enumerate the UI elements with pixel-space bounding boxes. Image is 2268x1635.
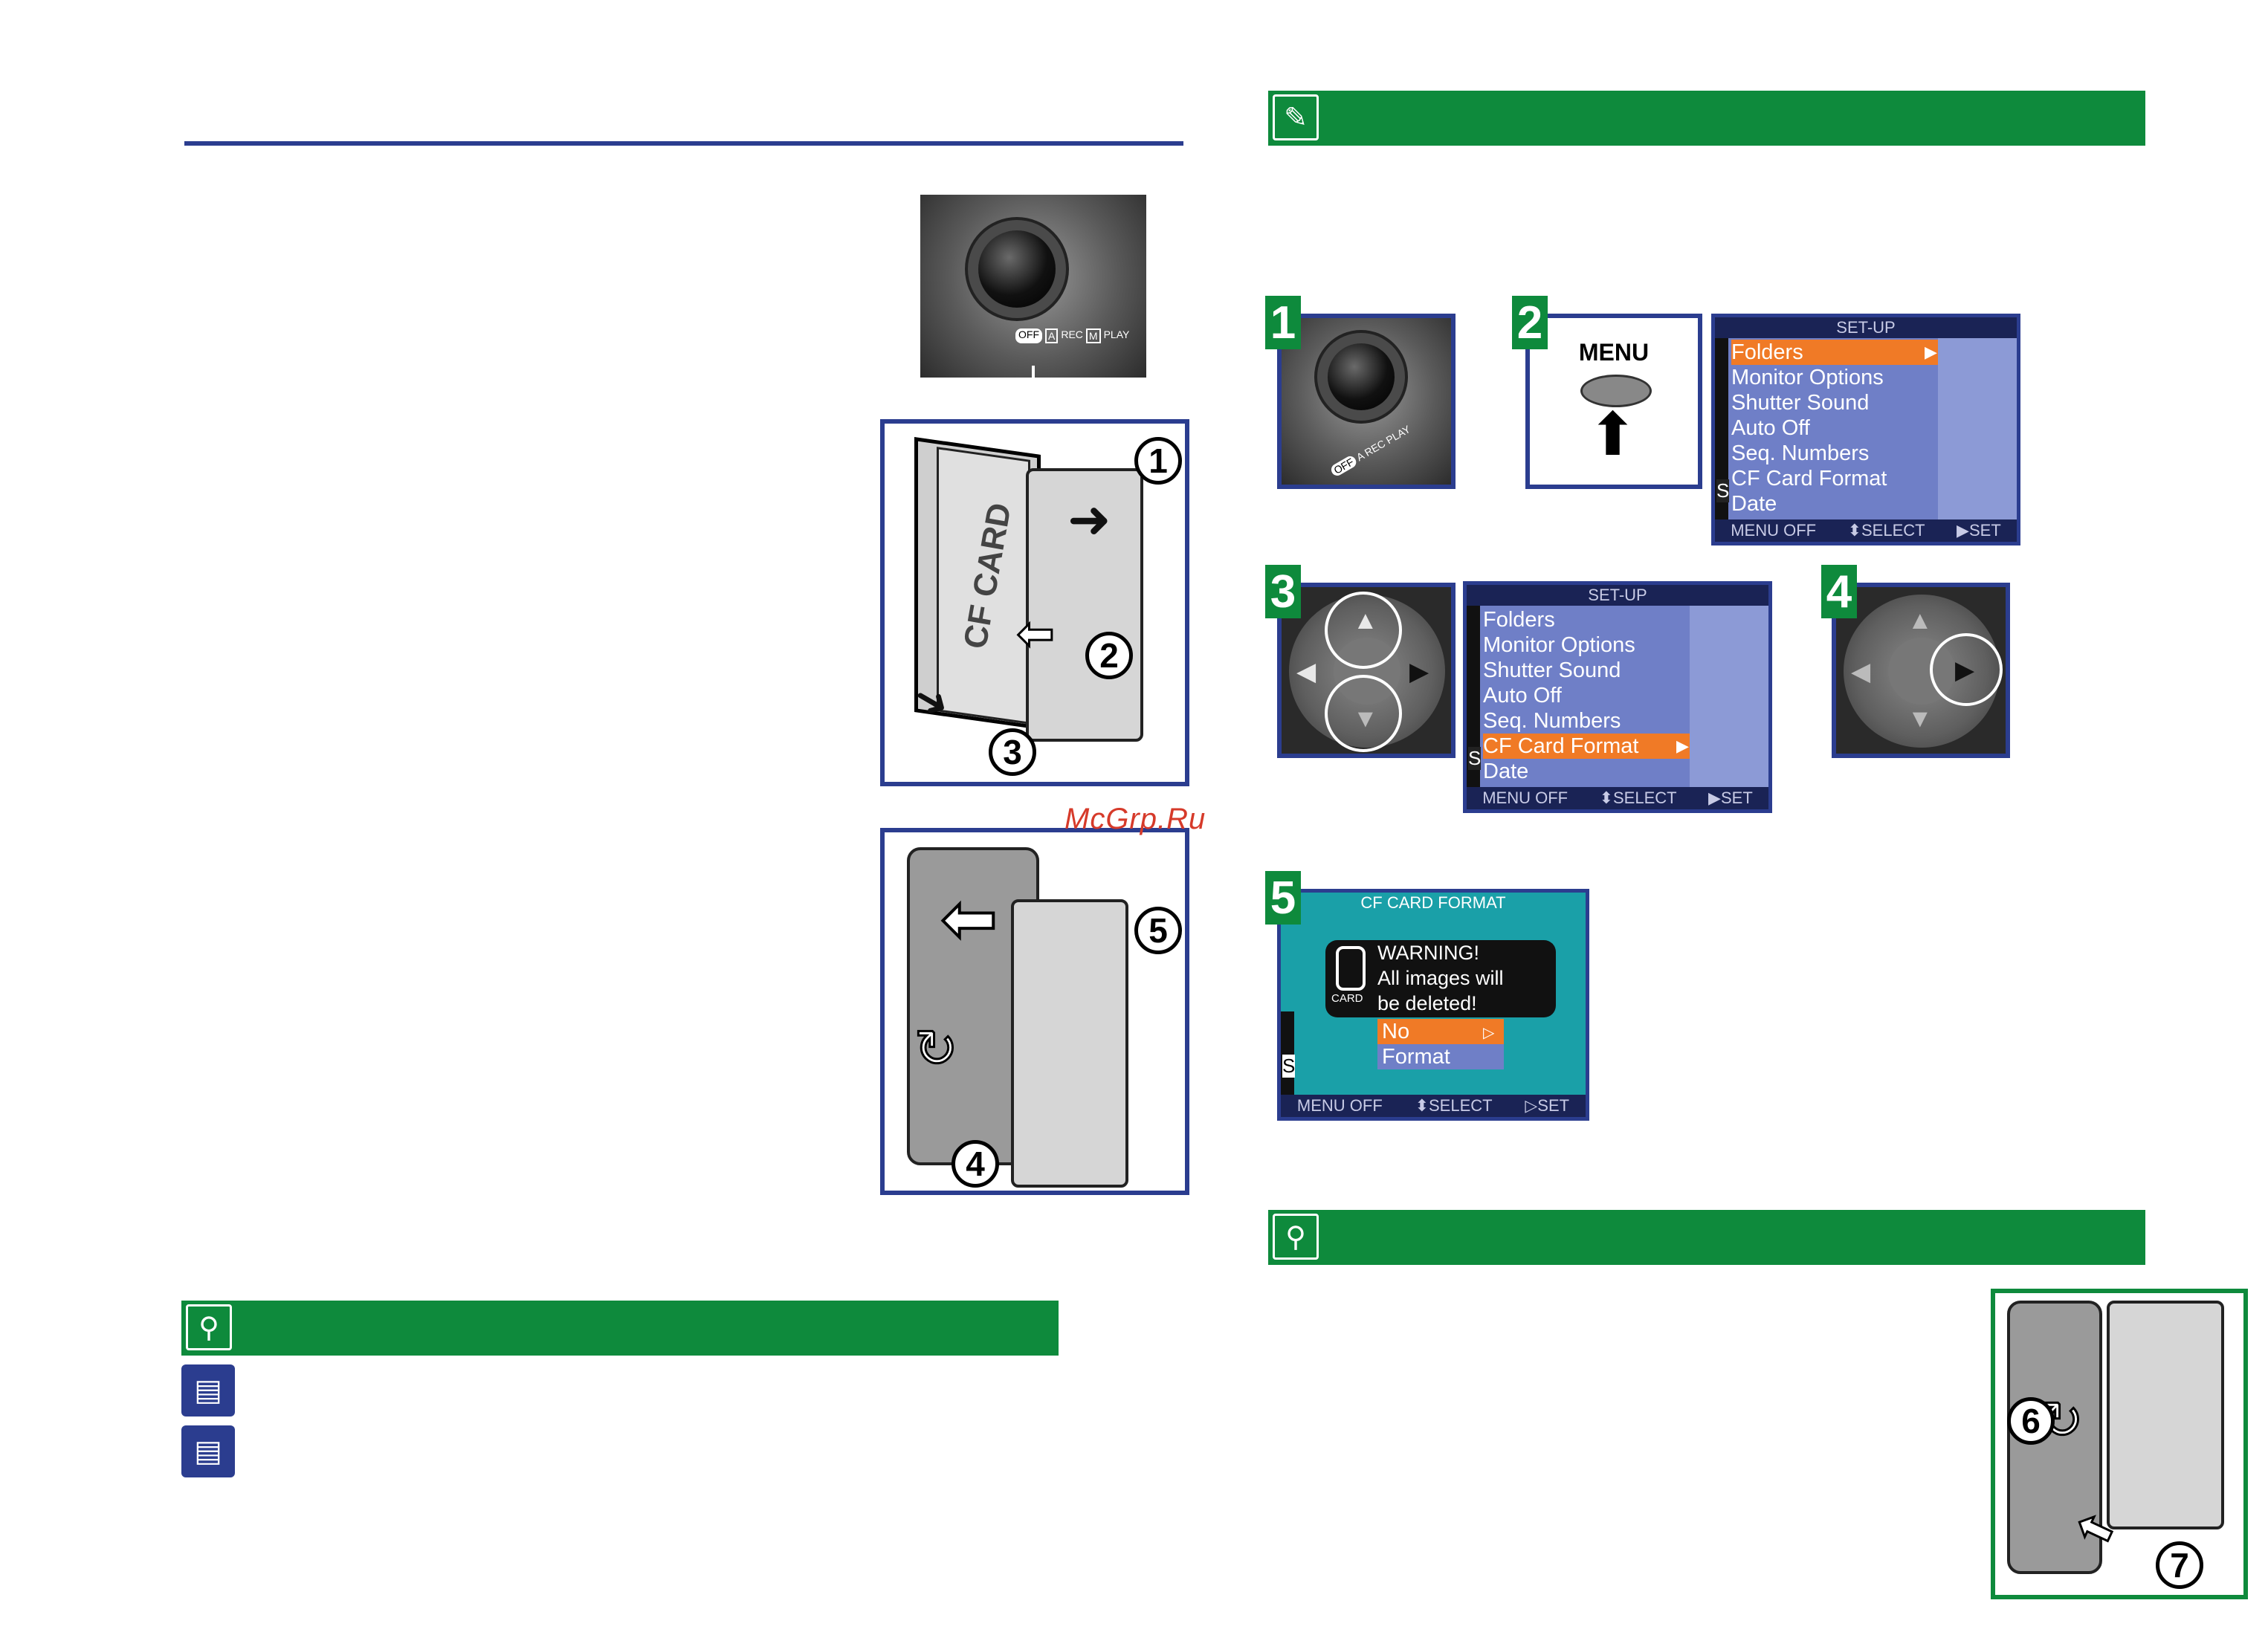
footer-off: MENU OFF	[1296, 1096, 1383, 1115]
menu-item-seq-numbers[interactable]: Seq. Numbers	[1731, 441, 1870, 465]
menu-item-folders[interactable]: Folders	[1731, 340, 1938, 365]
close-cover-arrow-icon: ⬅	[940, 881, 998, 958]
chevron-right-icon: ▶	[1676, 736, 1689, 755]
chevron-right-icon: ▷	[1483, 1025, 1495, 1041]
step-circle-1: 1	[1134, 437, 1182, 485]
book-icon: ▤	[181, 1425, 235, 1477]
up-arrow-icon: ⬆	[1588, 401, 1638, 467]
step-badge-4: 4	[1821, 565, 1857, 618]
step-circle-5: 5	[1134, 907, 1182, 954]
step-badge-1: 1	[1265, 296, 1301, 349]
menu-item-monitor-options[interactable]: Monitor Options	[1483, 633, 1635, 657]
step-circle-3: 3	[989, 728, 1036, 776]
setup-menu-screen: SET-UP S Folders ▶ Monitor Options Shutt…	[1711, 314, 2020, 545]
menu-item-auto-off[interactable]: Auto Off	[1483, 684, 1562, 708]
right-arrow-icon: ▶	[1955, 656, 1975, 684]
format-screen-title: CF CARD FORMAT	[1281, 893, 1586, 913]
warning-line-1: WARNING!	[1377, 942, 1479, 964]
step-circle-7: 7	[2156, 1541, 2203, 1589]
footer-off: MENU OFF	[1482, 789, 1568, 807]
menu-item-shutter-sound[interactable]: Shutter Sound	[1731, 391, 1870, 415]
step-circle-4: 4	[952, 1140, 999, 1188]
dial-rec-label: REC	[1362, 437, 1388, 459]
format-screen-footer: MENU OFF ⬍SELECT ▷SET	[1281, 1095, 1586, 1117]
step-badge-2: 2	[1512, 296, 1548, 349]
menu-item-shutter-sound[interactable]: Shutter Sound	[1483, 658, 1621, 682]
mode-dial-photo: OFF A REC M PLAY	[920, 195, 1146, 378]
side-letter: S	[1716, 479, 1730, 502]
down-arrow-icon: ▼	[1907, 705, 1933, 733]
magnifier-icon: ⚲	[1273, 1214, 1319, 1260]
step-badge-5: 5	[1265, 871, 1301, 925]
dial-rec-label: REC	[1061, 328, 1083, 340]
multi-selector-right: ▲ ▼ ◀ ▶	[1832, 583, 2010, 758]
side-letter: S	[1282, 1055, 1296, 1078]
section-rule	[184, 141, 1183, 146]
left-arrow-icon: ◀	[1296, 658, 1316, 686]
menu-item-cf-card-format[interactable]: CF Card Format	[1483, 734, 1690, 759]
up-arrow-icon: ▲	[1907, 606, 1933, 635]
cf-card-format-screen: CF CARD FORMAT S CARD WARNING! All image…	[1277, 889, 1589, 1121]
footer-select: ⬍SELECT	[1847, 521, 1925, 540]
card-icon-label: CARD	[1331, 992, 1363, 1005]
latch-rotate-icon: ↻	[914, 1019, 960, 1079]
chevron-right-icon: ▶	[1925, 343, 1937, 361]
dial-play-label: PLAY	[1103, 328, 1130, 340]
dial-off-label: OFF	[1329, 454, 1359, 478]
side-letter: S	[1468, 747, 1482, 770]
footer-set: ▶SET	[1957, 521, 2001, 540]
tip-bar-right: ⚲	[1268, 1210, 2145, 1265]
setup-menu-title: SET-UP	[1715, 317, 2017, 338]
step-circle-6: 6	[2007, 1397, 2055, 1445]
menu-item-folders[interactable]: Folders	[1483, 608, 1555, 632]
format-option-no[interactable]: No	[1377, 1019, 1504, 1044]
menu-button-diagram: MENU ⬆	[1525, 314, 1702, 489]
up-arrow-icon: ▲	[1353, 606, 1378, 635]
multi-selector-up-down: ▲ ▼ ◀ ▶	[1277, 583, 1456, 758]
menu-item-auto-off[interactable]: Auto Off	[1731, 416, 1810, 440]
footer-off: MENU OFF	[1731, 521, 1817, 540]
warning-line-2: All images will	[1377, 967, 1504, 989]
dial-m-label: M	[1085, 328, 1101, 343]
dial-a-label: A	[1045, 328, 1059, 343]
tip-bar-left: ⚲	[181, 1301, 1059, 1356]
menu-button[interactable]	[1580, 375, 1652, 407]
footer-select: ⬍SELECT	[1415, 1096, 1493, 1115]
step-badge-3: 3	[1265, 565, 1301, 618]
menu-item-date[interactable]: Date	[1731, 492, 1777, 516]
cf-card-insertion-illustration: CF CARD 1 ➜ 2 ⬅ 3 ➜	[880, 419, 1189, 786]
dial-play-label: PLAY	[1383, 423, 1412, 447]
menu-item-cf-card-format[interactable]: CF Card Format	[1731, 467, 1887, 490]
pencil-icon: ✎	[1273, 94, 1319, 140]
open-arrow-icon: ➜	[1067, 490, 1111, 548]
watermark: McGrp.Ru	[1064, 803, 1206, 835]
magnifier-icon: ⚲	[186, 1304, 232, 1350]
cover-closing-illustration: ⬅ 5 ↻ 4	[880, 828, 1189, 1195]
dial-off-label: OFF	[1015, 328, 1042, 343]
setup-menu-footer: MENU OFF ⬍SELECT ▶SET	[1715, 519, 2017, 542]
footer-set: ▷SET	[1525, 1096, 1570, 1115]
card-removal-illustration: ↻ 6 ⬅ 7	[1991, 1289, 2248, 1599]
footer-set: ▶SET	[1708, 789, 1753, 807]
step-circle-2: 2	[1085, 632, 1133, 679]
card-icon	[1336, 946, 1366, 991]
menu-button-label: MENU	[1578, 339, 1650, 366]
note-bar: ✎	[1268, 91, 2145, 146]
menu-item-seq-numbers[interactable]: Seq. Numbers	[1483, 709, 1621, 733]
setup-menu-footer: MENU OFF ⬍SELECT ▶SET	[1467, 787, 1768, 809]
format-option-format[interactable]: Format	[1377, 1044, 1504, 1069]
insert-arrow-icon: ⬅	[1015, 608, 1055, 660]
menu-item-monitor-options[interactable]: Monitor Options	[1731, 366, 1884, 389]
down-arrow-icon: ▼	[1353, 705, 1378, 733]
left-arrow-icon: ◀	[1851, 658, 1871, 686]
warning-line-3: be deleted!	[1377, 992, 1477, 1014]
step1-dial-photo: OFF A REC PLAY	[1277, 314, 1456, 489]
right-arrow-icon: ▶	[1409, 658, 1429, 686]
book-icon: ▤	[181, 1364, 235, 1417]
footer-select: ⬍SELECT	[1599, 789, 1677, 807]
menu-item-date[interactable]: Date	[1483, 760, 1529, 783]
setup-menu-title: SET-UP	[1467, 585, 1768, 606]
setup-menu-screen-cf-selected: SET-UP S Folders Monitor Options Shutter…	[1463, 581, 1772, 813]
